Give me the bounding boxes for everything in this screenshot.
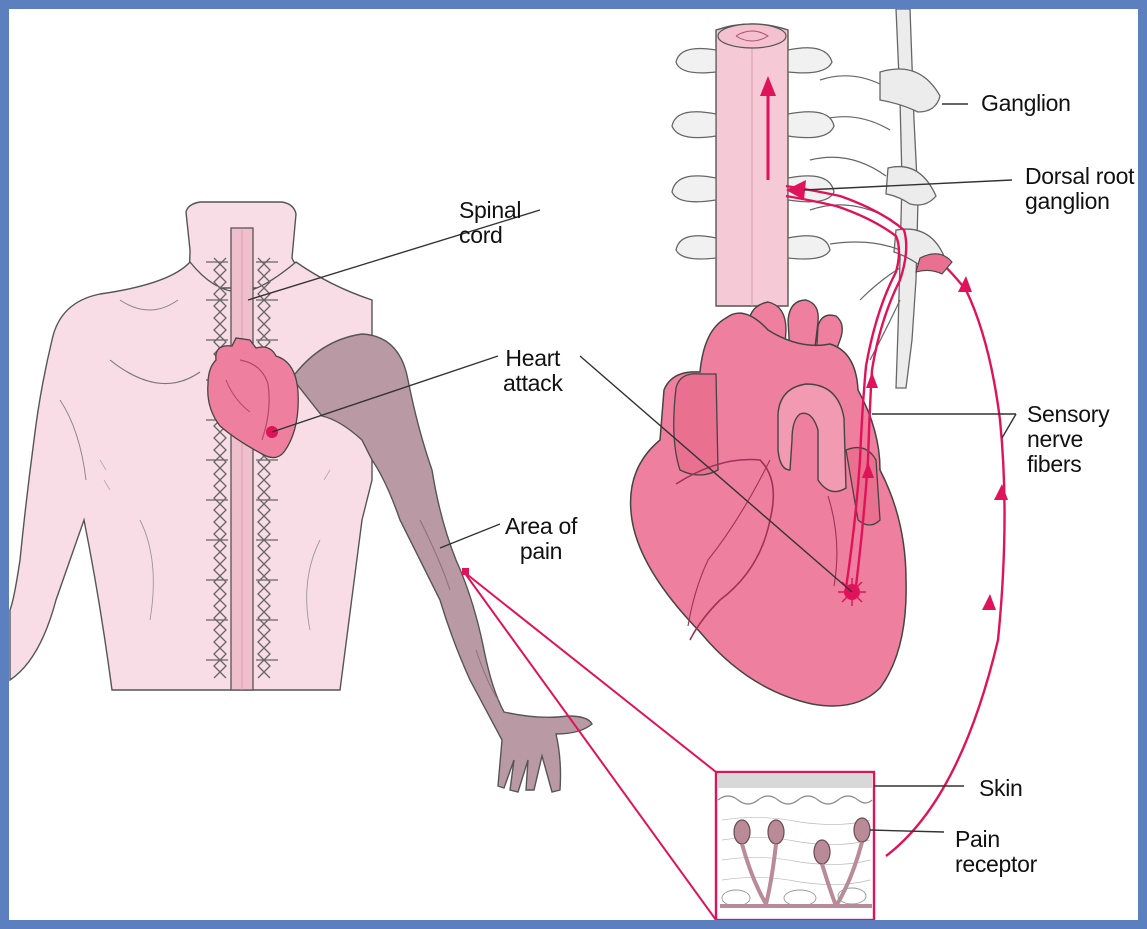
leader-pain-receptor <box>870 830 944 832</box>
label-skin: Skin <box>979 776 1023 801</box>
torso-figure <box>10 202 592 792</box>
torso-body <box>10 262 372 690</box>
label-dorsal-root-ganglion: Dorsal root ganglion <box>1025 164 1134 214</box>
label-sensory-nerve-fibers: Sensory nerve fibers <box>1027 402 1109 477</box>
label-heart-attack: Heart attack <box>503 346 563 396</box>
referred-pain-diagram <box>9 9 1138 920</box>
label-ganglion: Ganglion <box>981 91 1071 116</box>
torso-spinal-cord <box>206 228 278 690</box>
leader-area-of-pain <box>440 524 500 548</box>
label-area-of-pain: Area of pain <box>505 514 577 564</box>
label-spinal-cord: Spinal cord <box>459 198 521 248</box>
leader-sensory-b <box>1002 414 1016 438</box>
label-pain-receptor: Pain receptor <box>955 827 1037 877</box>
diagram-frame: Ganglion Dorsal root ganglion Spinal cor… <box>9 9 1138 920</box>
